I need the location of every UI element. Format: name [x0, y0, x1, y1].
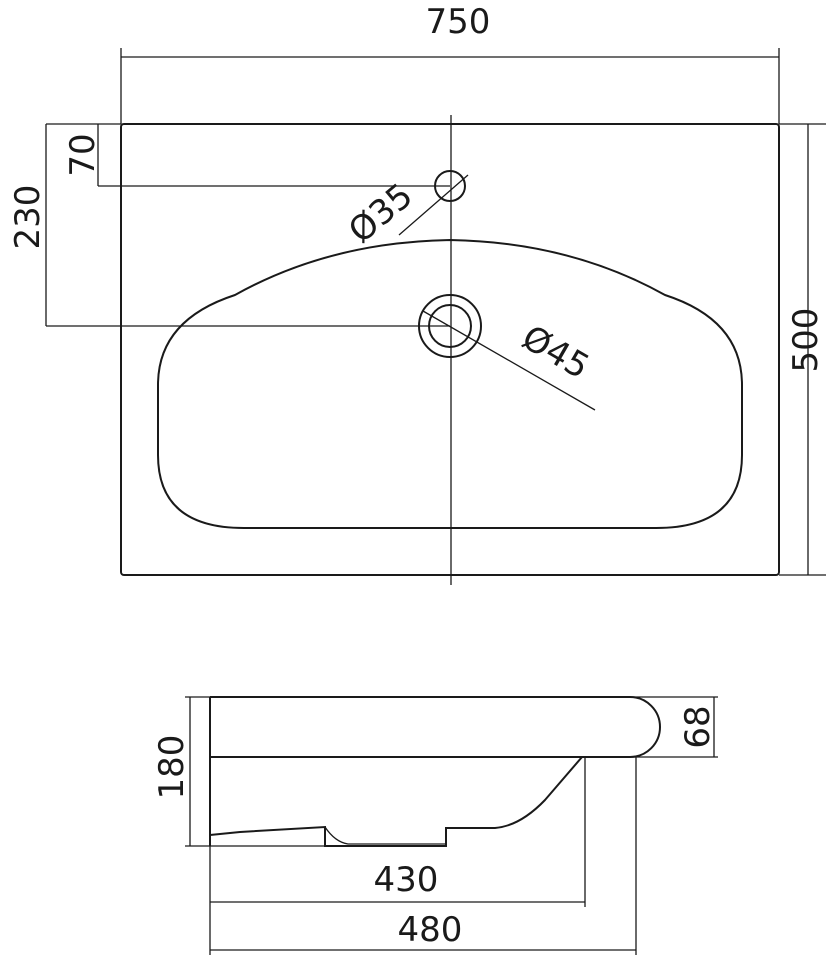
drain-offset-dim-label: 230 [8, 185, 48, 250]
drain-leader [422, 310, 596, 411]
drain-diameter-label: Ø45 [515, 318, 596, 388]
drain-outlet [324, 826, 446, 845]
height-dim-label: 180 [152, 735, 192, 800]
top-view: 750 500 70 230 Ø35 Ø45 [8, 2, 826, 585]
tap-hole-diameter-label: Ø35 [341, 176, 420, 252]
rim-dim-label: 68 [678, 705, 718, 748]
tap-hole-leader [398, 174, 469, 236]
basin-outline [120, 123, 780, 576]
depth-dim-label: 500 [786, 308, 826, 373]
bowl-profile [209, 756, 583, 847]
tap-offset-dim-label: 70 [63, 133, 103, 176]
bowl-outline [157, 238, 743, 529]
width-dim-label: 750 [426, 2, 491, 42]
side-view: 180 68 430 480 [152, 696, 718, 955]
overall-depth-dim-label: 480 [398, 910, 463, 950]
rim-front-curve [629, 696, 661, 758]
bowl-depth-dim-label: 430 [374, 860, 439, 900]
